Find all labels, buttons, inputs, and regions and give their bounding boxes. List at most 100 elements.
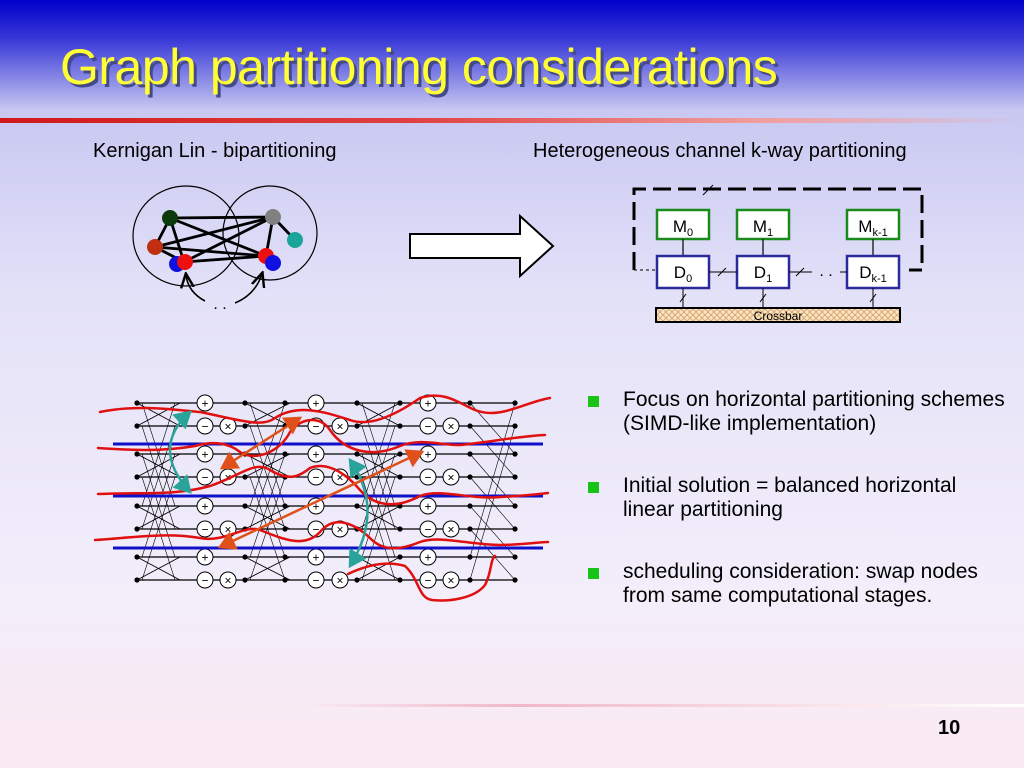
subtract-operator bbox=[419, 417, 437, 435]
multiply-operator-label: × bbox=[224, 420, 231, 434]
graph-node bbox=[177, 254, 193, 270]
red-outline bbox=[98, 394, 552, 424]
butterfly-cross-wire bbox=[469, 425, 516, 478]
subtract-operator bbox=[196, 417, 214, 435]
multiply-operator-label: × bbox=[447, 523, 454, 537]
subtract-operator bbox=[307, 571, 325, 589]
butterfly-node-dot bbox=[397, 577, 403, 583]
add-operator-label: + bbox=[424, 448, 431, 462]
graph-node bbox=[162, 210, 178, 226]
add-operator bbox=[196, 497, 214, 515]
transform-arrow bbox=[409, 213, 555, 279]
add-operator-label: + bbox=[424, 397, 431, 411]
multiply-operator-label: × bbox=[447, 574, 454, 588]
butterfly-cross-wire bbox=[469, 425, 516, 581]
butterfly-node-dot bbox=[397, 474, 403, 480]
butterfly-node-dot bbox=[134, 526, 140, 532]
butterfly-node-dot bbox=[397, 554, 403, 560]
swap-arrow-teal bbox=[168, 410, 192, 494]
multiply-operator bbox=[219, 571, 237, 589]
multiply-operator-label: × bbox=[447, 471, 454, 485]
multiply-operator-label: × bbox=[336, 420, 343, 434]
subtract-operator-label: − bbox=[424, 574, 431, 588]
k-way-partitioning-caption: Heterogeneous channel k-way partitioning bbox=[533, 140, 907, 162]
swap-arrows bbox=[168, 410, 425, 569]
add-operator-label: + bbox=[424, 551, 431, 565]
butterfly-node-dot bbox=[467, 526, 473, 532]
datapath-ellipsis: . . bbox=[819, 263, 832, 280]
swap-arrow-left bbox=[186, 275, 206, 302]
channel-architecture: M0 M1 Mk-1 D0 D1 Dk-1 . . bbox=[632, 184, 924, 323]
butterfly-cross-wire bbox=[469, 528, 516, 581]
add-operator-label: + bbox=[201, 500, 208, 514]
bullet-item: scheduling consideration: swap nodes fro… bbox=[588, 560, 1008, 608]
butterfly-cross-wire bbox=[136, 556, 181, 581]
page-number: 10 bbox=[938, 717, 961, 739]
datapath-label-k-1: Dk-1 bbox=[859, 263, 887, 285]
butterfly-node-dot bbox=[354, 503, 360, 509]
butterfly-node-dot bbox=[242, 423, 248, 429]
add-operator-label: + bbox=[424, 500, 431, 514]
butterfly-node-dot bbox=[467, 503, 473, 509]
multiply-operator bbox=[442, 468, 460, 486]
butterfly-cross-wire bbox=[469, 402, 516, 558]
subtract-operator-label: − bbox=[201, 523, 208, 537]
butterfly-node-dot bbox=[512, 474, 518, 480]
butterfly-node-dot bbox=[397, 451, 403, 457]
datapath-block-0 bbox=[655, 254, 711, 290]
graph-node bbox=[265, 255, 281, 271]
memory-block-0 bbox=[655, 208, 711, 241]
add-operator-label: + bbox=[201, 397, 208, 411]
swap-arrow-teal bbox=[348, 457, 369, 569]
butterfly-node-dot bbox=[512, 526, 518, 532]
subtract-operator bbox=[419, 571, 437, 589]
butterfly-node-dot bbox=[134, 423, 140, 429]
butterfly-node-dot bbox=[282, 451, 288, 457]
add-operator-label: + bbox=[201, 448, 208, 462]
bullet-item: Focus on horizontal partitioning schemes… bbox=[588, 388, 1008, 436]
butterfly-node-dot bbox=[397, 423, 403, 429]
subtract-operator-label: − bbox=[312, 471, 319, 485]
memory-label-0: M0 bbox=[673, 217, 693, 239]
butterfly-node-dot bbox=[134, 503, 140, 509]
butterfly-node-dot bbox=[512, 423, 518, 429]
butterfly-node-dot bbox=[467, 474, 473, 480]
memory-label-k-1: Mk-1 bbox=[858, 217, 887, 239]
butterfly-node-dot bbox=[242, 474, 248, 480]
butterfly-cross-wire bbox=[141, 476, 176, 581]
butterfly-node-dot bbox=[282, 400, 288, 406]
butterfly-cross-wire bbox=[136, 505, 181, 530]
butterfly-node-dot bbox=[354, 577, 360, 583]
subtract-operator-label: − bbox=[201, 420, 208, 434]
bullet-square-icon bbox=[588, 568, 599, 579]
butterfly-node-dot bbox=[134, 451, 140, 457]
add-operator bbox=[196, 394, 214, 412]
butterfly-node-dot bbox=[242, 554, 248, 560]
butterfly-node-dot bbox=[397, 400, 403, 406]
butterfly-node-dot bbox=[354, 423, 360, 429]
multiply-operator bbox=[442, 417, 460, 435]
butterfly-node-dot bbox=[282, 526, 288, 532]
butterfly-node-dot bbox=[134, 474, 140, 480]
datapath-label-0: D0 bbox=[674, 263, 692, 285]
butterfly-node-dot bbox=[512, 577, 518, 583]
subtract-operator-label: − bbox=[312, 420, 319, 434]
subtract-operator bbox=[196, 571, 214, 589]
add-operator-label: + bbox=[312, 551, 319, 565]
subtract-operator bbox=[196, 468, 214, 486]
crossbar-label: Crossbar bbox=[754, 309, 803, 323]
add-operator-label: + bbox=[312, 448, 319, 462]
memory-block-k-1 bbox=[845, 208, 901, 241]
subtract-operator-label: − bbox=[312, 574, 319, 588]
butterfly-node-dot bbox=[397, 526, 403, 532]
butterfly-node-dot bbox=[512, 554, 518, 560]
footer-divider bbox=[300, 704, 1024, 707]
butterfly-node-dot bbox=[512, 451, 518, 457]
graph-node bbox=[265, 209, 281, 225]
red-outline bbox=[96, 418, 547, 458]
subtract-operator-label: − bbox=[424, 471, 431, 485]
butterfly-node-dot bbox=[242, 400, 248, 406]
bullet-list: Focus on horizontal partitioning schemes… bbox=[588, 388, 1008, 646]
slide-title: Graph partitioning considerations bbox=[60, 39, 778, 95]
